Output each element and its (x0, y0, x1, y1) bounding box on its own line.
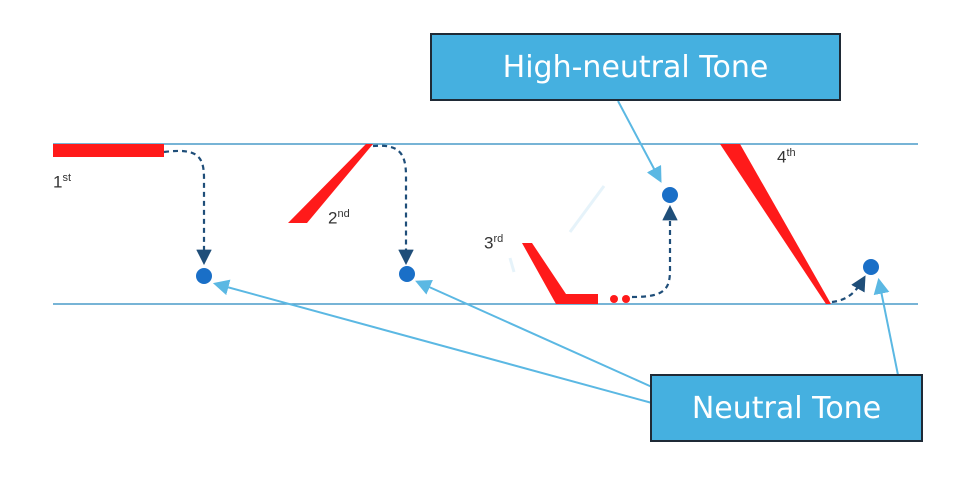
pointer-neutral-4 (873, 277, 899, 376)
tone-3-label: 3rd (484, 233, 504, 253)
tone-1-transition-arrow (163, 149, 212, 266)
tone-2-label: 2nd (328, 208, 350, 228)
neutral-dot-2 (399, 266, 415, 282)
tone-1-contour (53, 144, 164, 157)
high-neutral-tone-callout: High-neutral Tone (430, 33, 841, 101)
neutral-tone-callout: Neutral Tone (650, 374, 923, 442)
neutral-dot-1 (196, 268, 212, 284)
high-neutral-tone-text: High-neutral Tone (502, 49, 769, 85)
pointer-neutral-1 (212, 279, 653, 404)
tone-4-contour (720, 144, 831, 304)
tone-2-transition-arrow (372, 144, 414, 266)
tone-3-transition-arrow (631, 204, 678, 299)
tone-3-dot (622, 295, 630, 303)
neutral-tone-text: Neutral Tone (691, 390, 882, 426)
tone-1-label: 1st (53, 172, 72, 192)
neutral-dot-4 (863, 259, 879, 275)
tone-4-transition-arrow (831, 275, 866, 304)
tone-4-label: 4th (777, 147, 796, 167)
faint-stroke (568, 185, 606, 233)
tone-3-dot (610, 295, 618, 303)
high-neutral-dot-3 (662, 187, 678, 203)
faint-stroke (508, 257, 516, 273)
tone-3-contour (522, 243, 598, 304)
tone-2-contour (288, 144, 373, 223)
pointer-high-neutral (617, 100, 662, 183)
pointer-neutral-2 (415, 279, 653, 388)
